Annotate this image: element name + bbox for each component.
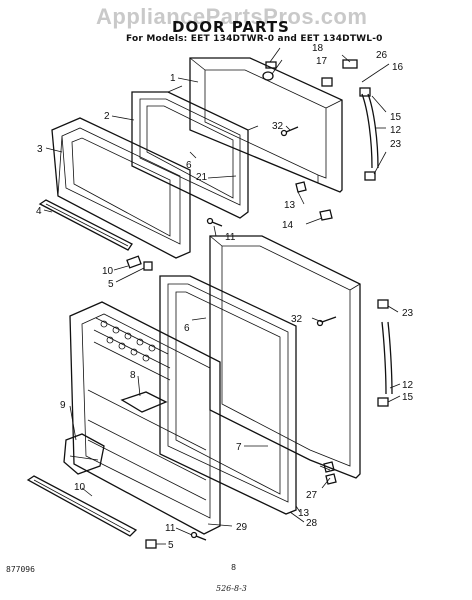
callout-6-lower: 6 [184,323,190,334]
callout-23-upper: 23 [390,139,402,150]
callout-26: 26 [376,50,388,61]
callout-21: 21 [196,172,208,183]
callout-15-lower: 15 [402,392,414,403]
callout-labels: 1 2 3 4 18 17 26 16 32 15 12 23 6 21 13 … [36,43,414,551]
leader-lines [43,47,401,545]
callout-23-lower: 23 [402,308,414,319]
callout-28: 28 [306,518,318,529]
callout-8: 8 [130,370,136,381]
callout-13-upper: 13 [284,200,296,211]
callout-6-upper: 6 [186,160,192,171]
page-number: 8 [231,563,237,572]
freezer-door-liner-frame [167,85,259,131]
callout-2: 2 [104,111,110,122]
callout-1: 1 [170,73,176,84]
freezer-inner-liner [51,117,191,259]
callout-29: 29 [236,522,248,533]
callout-17: 17 [316,56,328,67]
callout-9: 9 [60,400,66,411]
upper-rail-clip [126,255,153,271]
callout-5-lower: 5 [168,540,174,551]
callout-10-upper: 10 [102,266,114,277]
refrigerator-door-panel [209,235,361,479]
diagram-title: DOOR PARTS [172,18,290,36]
callout-13-lower: 13 [298,508,310,519]
door-bin [63,433,105,475]
refrigerator-door-gasket [159,275,297,515]
lower-door-rail [26,475,138,537]
callout-11-lower: 11 [165,523,176,534]
freezer-door-rail [38,199,133,251]
callout-18: 18 [312,43,324,54]
callout-10-lower: 10 [74,482,86,493]
refrigerator-inner-liner [69,301,221,535]
callout-3: 3 [37,144,43,155]
callout-11-upper: 11 [225,232,236,243]
callout-12-lower: 12 [402,380,414,391]
callout-14: 14 [282,220,294,231]
upper-screw [206,217,223,227]
callout-12-upper: 12 [390,125,402,136]
models-subtitle: For Models: EET 134DTWR-0 and EET 134DTW… [126,34,383,44]
callout-32-lower: 32 [291,314,303,325]
lower-door-handle [377,299,393,407]
callout-15-upper: 15 [390,112,402,123]
callout-7: 7 [236,442,242,453]
freezer-door-panel [189,57,343,193]
diagram-code: 877096 [6,565,35,574]
upper-hinge-hardware [262,59,358,221]
callout-16: 16 [392,62,404,73]
callout-5-upper: 5 [108,279,114,290]
callout-32-upper: 32 [272,121,284,132]
callout-4: 4 [36,206,42,217]
bottom-code: 526-8-3 [216,584,247,593]
callout-27: 27 [306,490,318,501]
upper-door-handle [359,87,379,181]
